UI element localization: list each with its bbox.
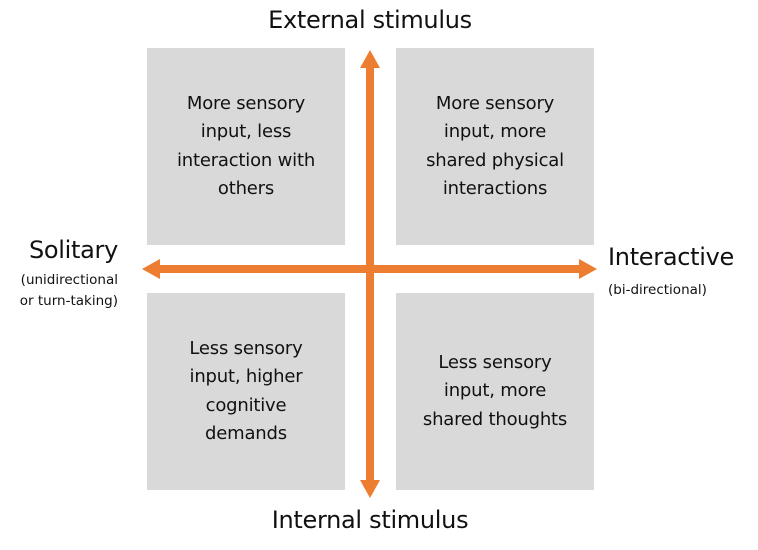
quadrant-bottom-right-text: Less sensory input, more shared thoughts (422, 351, 568, 430)
axis-label-bottom: Internal stimulus (271, 506, 469, 534)
arrow-right-icon (579, 259, 597, 279)
arrow-up-icon (360, 50, 380, 68)
axis-label-right: Interactive (608, 243, 734, 271)
quadrant-bottom-right: Less sensory input, more shared thoughts (396, 293, 594, 490)
quadrant-top-left: More sensory input, less interaction wit… (147, 48, 345, 245)
quadrant-top-left-text: More sensory input, less interaction wit… (176, 92, 316, 200)
axis-sublabel-right: (bi-directional) (608, 282, 707, 298)
axis-label-left: Solitary (28, 236, 118, 264)
quadrant-bottom-left: Less sensory input, higher cognitive dem… (147, 293, 345, 490)
axis-sublabel-left: (unidirectional or turn-taking) (19, 272, 118, 309)
quadrant-top-right-text: More sensory input, more shared physical… (426, 92, 564, 200)
axis-label-top: External stimulus (268, 6, 472, 34)
arrow-left-icon (142, 259, 160, 279)
arrow-down-icon (360, 480, 380, 498)
quadrant-bottom-left-text: Less sensory input, higher cognitive dem… (189, 337, 303, 445)
quadrant-top-right: More sensory input, more shared physical… (396, 48, 594, 245)
